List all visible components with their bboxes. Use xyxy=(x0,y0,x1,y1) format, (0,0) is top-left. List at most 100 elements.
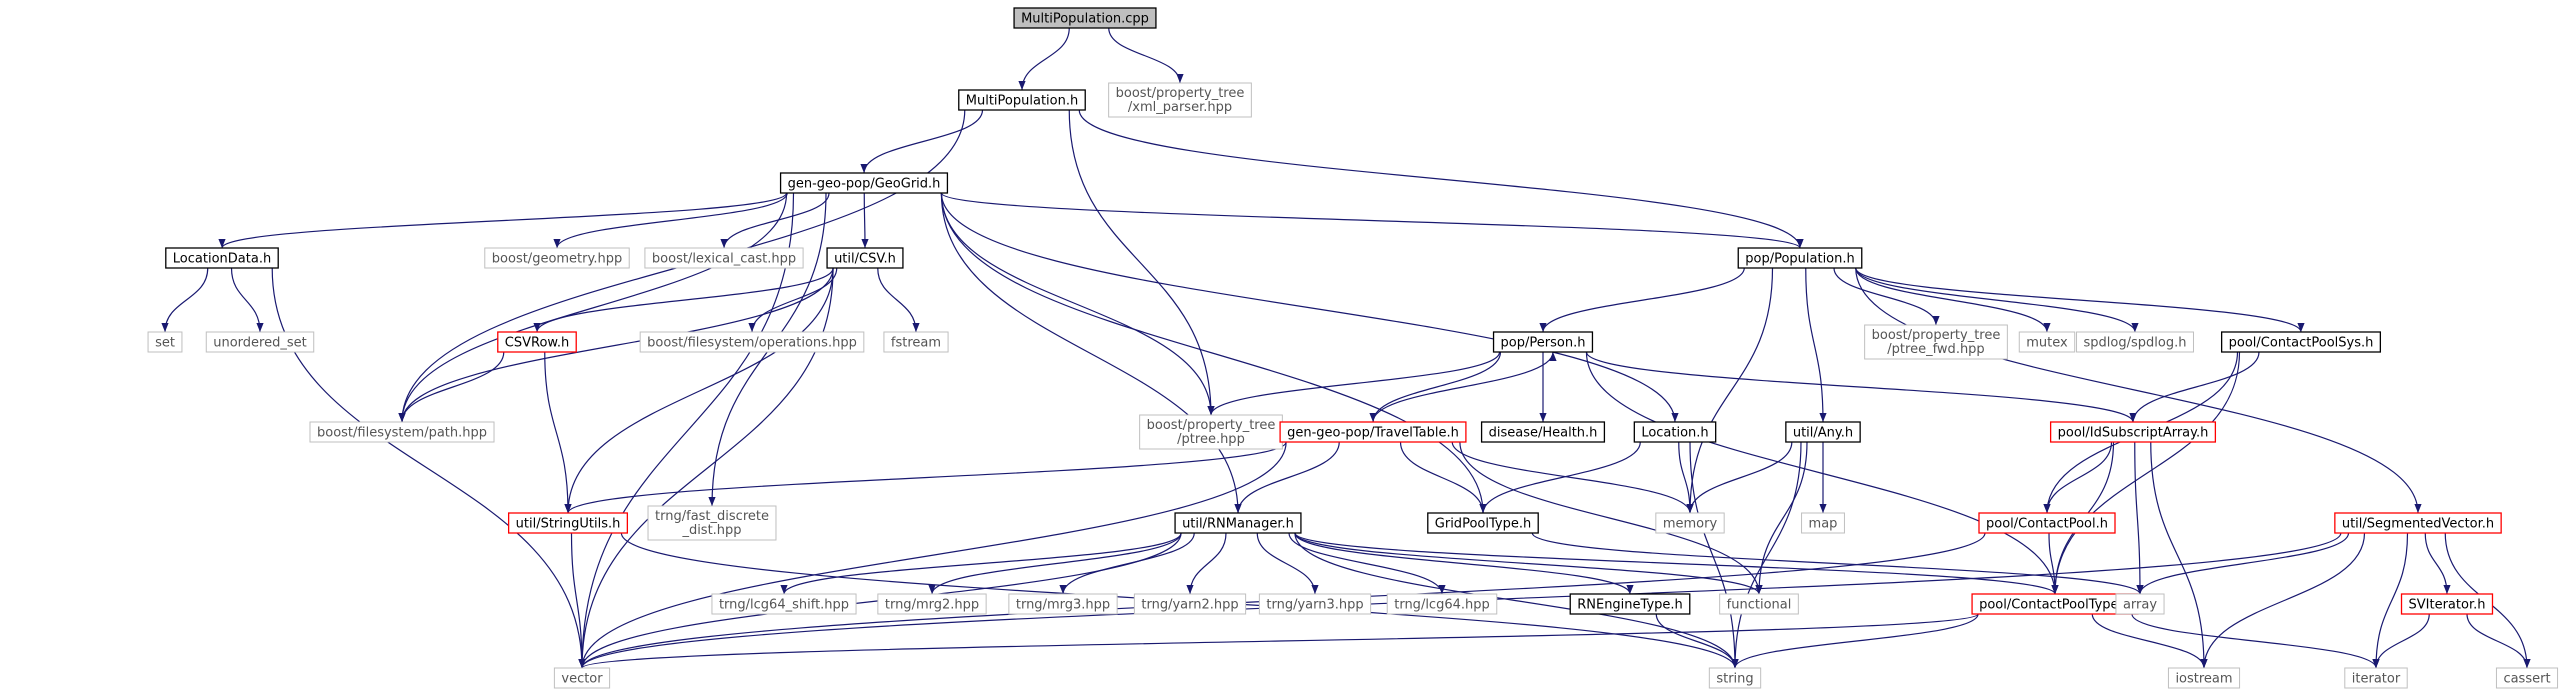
node-label: pool/ContactPoolSys.h xyxy=(2229,336,2374,351)
edge-locationdata-to-unordered-set xyxy=(230,267,264,333)
node-label: CSVRow.h xyxy=(505,336,569,351)
node-person[interactable]: pop/Person.h xyxy=(1492,331,1594,353)
node-contactpool[interactable]: pool/ContactPool.h xyxy=(1978,512,2116,534)
edge-geogrid-to-lexical-cast xyxy=(720,192,830,249)
edge-multipop-h-to-ptree xyxy=(1068,109,1215,416)
node-csvrow[interactable]: CSVRow.h xyxy=(497,331,577,353)
node-rnenginetype[interactable]: RNEngineType.h xyxy=(1569,593,1691,615)
node-population[interactable]: pop/Population.h xyxy=(1737,247,1863,269)
node-segmentedvector[interactable]: util/SegmentedVector.h xyxy=(2334,512,2502,534)
edge-geogrid-to-locationdata xyxy=(218,192,788,249)
node-csv-h[interactable]: util/CSV.h xyxy=(826,247,904,269)
node-label: array xyxy=(2123,598,2157,613)
node-rnmanager[interactable]: util/RNManager.h xyxy=(1174,512,1302,534)
edge-rnmanager-to-yarn2 xyxy=(1186,532,1227,595)
node-sviterator[interactable]: SVIterator.h xyxy=(2400,593,2494,615)
node-label: set xyxy=(155,336,175,351)
node-fstream: fstream xyxy=(883,331,949,353)
node-box xyxy=(2167,667,2241,689)
node-lexical-cast: boost/lexical_cast.hpp xyxy=(644,247,804,269)
edge-locationdata-to-vector xyxy=(271,267,586,669)
node-contactpooltype[interactable]: pool/ContactPoolType.h xyxy=(1971,593,2139,615)
node-label: unordered_set xyxy=(213,336,306,351)
edge-contactpooltype-to-iostream xyxy=(2091,613,2208,669)
node-label: map xyxy=(1809,517,1838,532)
node-box xyxy=(2344,667,2408,689)
edge-population-to-segmentedvector xyxy=(1855,267,2422,514)
edge-multipop-h-to-population xyxy=(1078,109,1804,249)
edge-sviterator-to-iterator xyxy=(2372,613,2430,669)
node-stringutils[interactable]: util/StringUtils.h xyxy=(507,512,629,534)
edge-traveltable-to-rnmanager xyxy=(1234,441,1340,514)
edge-segmentedvector-to-array xyxy=(2136,532,2350,595)
node-box xyxy=(553,667,611,689)
node-box xyxy=(2018,331,2076,353)
node-box xyxy=(2115,593,2165,615)
node-any[interactable]: util/Any.h xyxy=(1785,421,1861,443)
node-traveltable[interactable]: gen-geo-pop/TravelTable.h xyxy=(1279,421,1467,443)
edge-geogrid-to-gridpooltype xyxy=(940,192,1487,514)
node-gridpooltype[interactable]: GridPoolType.h xyxy=(1427,512,1539,534)
node-box xyxy=(147,331,183,353)
edge-location-to-string xyxy=(1689,441,1739,669)
node-memory: memory xyxy=(1655,512,1725,534)
edge-csv-h-to-fs-path xyxy=(398,267,834,423)
node-box xyxy=(1978,512,2116,534)
edge-population-to-spdlog xyxy=(1855,267,2139,333)
node-box xyxy=(883,331,949,353)
node-spdlog: spdlog/spdlog.h xyxy=(2076,331,2194,353)
edge-root-to-multipop-h xyxy=(1018,27,1070,91)
node-box xyxy=(711,593,857,615)
edge-geogrid-to-csv-h xyxy=(861,192,869,249)
node-health[interactable]: disease/Health.h xyxy=(1480,421,1606,443)
node-box xyxy=(1655,512,1725,534)
node-map: map xyxy=(1801,512,1845,534)
node-idsubscript[interactable]: pool/IdSubscriptArray.h xyxy=(2049,421,2217,443)
node-ptree-fwd: boost/property_tree/ptree_fwd.hpp xyxy=(1864,324,2008,360)
node-lcg64: trng/lcg64.hpp xyxy=(1386,593,1498,615)
node-box xyxy=(2076,331,2194,353)
node-contactpoolsys[interactable]: pool/ContactPoolSys.h xyxy=(2220,331,2382,353)
edge-csvrow-to-stringutils xyxy=(544,351,572,514)
edge-stringutils-to-vector xyxy=(570,532,586,669)
edge-population-to-mutex xyxy=(1855,267,2051,333)
edge-multipop-h-to-geogrid xyxy=(860,109,984,174)
node-label: memory xyxy=(1663,517,1718,532)
node-label: trng/lcg64.hpp xyxy=(1394,598,1490,613)
node-label: util/RNManager.h xyxy=(1182,517,1294,532)
node-fs-operations: boost/filesystem/operations.hpp xyxy=(639,331,865,353)
node-locationdata[interactable]: LocationData.h xyxy=(165,247,279,269)
node-label: pool/ContactPoolType.h xyxy=(1979,598,2131,613)
node-fs-path: boost/filesystem/path.hpp xyxy=(309,421,495,443)
node-geogrid[interactable]: gen-geo-pop/GeoGrid.h xyxy=(779,172,949,194)
node-label: boost/property_tree/ptree.hpp xyxy=(1147,418,1276,447)
node-box xyxy=(2220,331,2382,353)
node-label: RNEngineType.h xyxy=(1577,598,1683,613)
node-box xyxy=(1785,421,1861,443)
node-box xyxy=(1133,593,1247,615)
node-mutex: mutex xyxy=(2018,331,2076,353)
edge-contactpooltype-to-string xyxy=(1731,613,1979,669)
node-box xyxy=(1008,593,1118,615)
node-label: vector xyxy=(561,672,603,687)
node-label: string xyxy=(1716,672,1753,687)
node-label: util/SegmentedVector.h xyxy=(2342,517,2494,532)
node-label: pop/Population.h xyxy=(1745,252,1855,267)
node-yarn2: trng/yarn2.hpp xyxy=(1133,593,1247,615)
node-multipop-h[interactable]: MultiPopulation.h xyxy=(958,89,1086,111)
edge-traveltable-to-memory xyxy=(1451,441,1694,514)
node-label: trng/lcg64_shift.hpp xyxy=(719,598,849,613)
edge-gridpooltype-to-array xyxy=(1531,532,2144,595)
node-label: cassert xyxy=(2503,672,2550,687)
node-location[interactable]: Location.h xyxy=(1633,421,1717,443)
node-label: SVIterator.h xyxy=(2409,598,2486,613)
node-label: functional xyxy=(1727,598,1792,613)
node-box xyxy=(1708,667,1762,689)
edge-geogrid-to-boost-geometry xyxy=(553,192,788,249)
edge-contactpooltype-to-iterator xyxy=(2131,613,2380,669)
node-box xyxy=(2400,593,2494,615)
edge-person-to-idsubscript xyxy=(1585,351,2137,423)
node-box xyxy=(779,172,949,194)
